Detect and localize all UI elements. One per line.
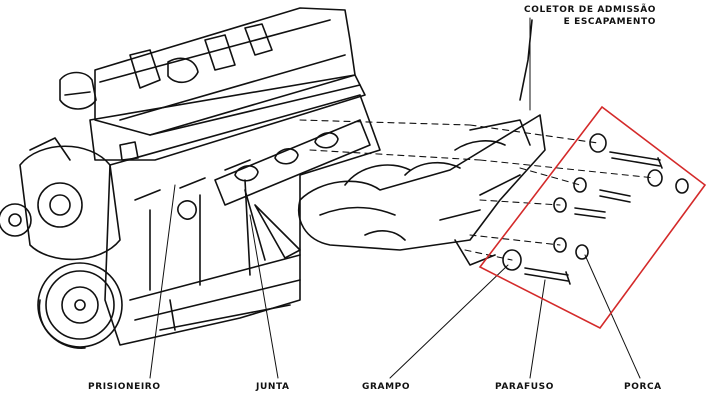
crankshaft-pulley (37, 262, 123, 349)
label-coletor-line1: COLETOR DE ADMISSÃO (524, 5, 657, 15)
label-junta: JUNTA (256, 382, 290, 392)
engine-block (104, 94, 381, 346)
studs (134, 159, 251, 201)
label-prisioneiro: PRISIONEIRO (88, 382, 161, 392)
valve-cover (59, 7, 356, 136)
manifold (298, 19, 546, 266)
manifold-gasket (214, 119, 371, 261)
label-parafuso: PARAFUSO (495, 382, 555, 392)
leader-porca (584, 254, 641, 379)
label-porca: PORCA (624, 382, 662, 392)
label-grampo: GRAMPO (362, 382, 411, 392)
leader-grampo (389, 264, 509, 379)
label-coletor: COLETOR DE ADMISSÃO E ESCAPAMENTO (524, 4, 656, 28)
highlight-box (478, 105, 707, 330)
label-coletor-line2: E ESCAPAMENTO (563, 17, 657, 27)
leader-junta (249, 214, 279, 379)
fasteners (502, 133, 689, 285)
leader-parafuso (529, 279, 546, 379)
leader-lines (149, 17, 641, 379)
leader-prisioneiro (149, 184, 176, 379)
timing-cover (0, 137, 121, 261)
